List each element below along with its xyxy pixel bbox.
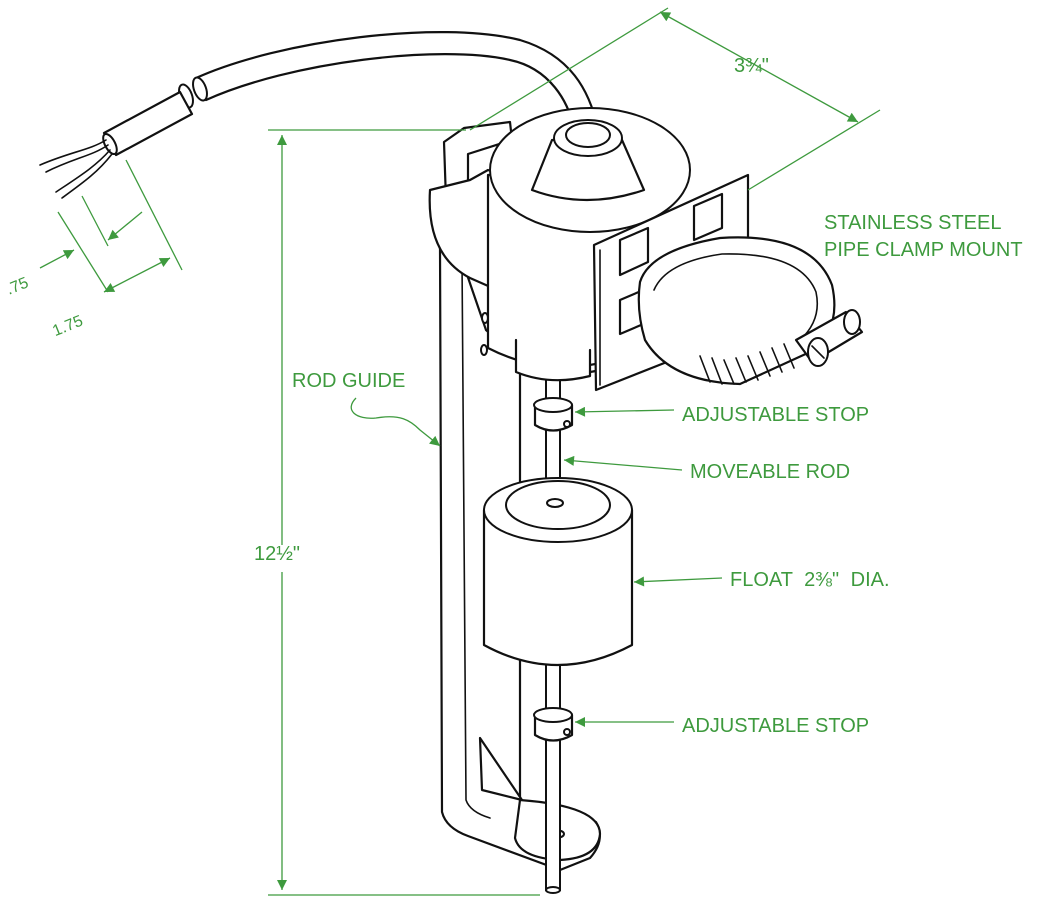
callout-stop-bottom: ADJUSTABLE STOP (575, 715, 869, 737)
clamp-label-line1: STAINLESS STEEL (824, 212, 1001, 234)
height-dimension: 12½" (254, 129, 540, 896)
callout-clamp: STAINLESS STEEL PIPE CLAMP MOUNT (824, 212, 1023, 261)
callout-stop-top: ADJUSTABLE STOP (574, 404, 869, 426)
strip-dimensions: .75 1.75 (4, 159, 183, 340)
cable (39, 31, 600, 199)
clamp-label-line2: PIPE CLAMP MOUNT (824, 239, 1023, 261)
float-label-dim: 2⅜" (804, 569, 839, 591)
width-label: 3¾" (734, 55, 769, 77)
callout-rod-guide: ROD GUIDE (292, 370, 441, 447)
pipe-clamp-mount (592, 173, 864, 392)
callout-float: FLOAT 2⅜" DIA. (633, 569, 890, 591)
float-label: FLOAT 2⅜" DIA. (730, 569, 890, 591)
float (482, 477, 634, 666)
float-label-prefix: FLOAT (730, 569, 793, 591)
strip-long-label: 1.75 (50, 313, 85, 340)
stop-top-label: ADJUSTABLE STOP (682, 404, 869, 426)
moveable-rod-label: MOVEABLE ROD (690, 461, 850, 483)
rod-guide-label: ROD GUIDE (292, 370, 405, 392)
height-label: 12½" (254, 543, 300, 565)
stop-bottom-label: ADJUSTABLE STOP (682, 715, 869, 737)
adjustable-stop-top (533, 397, 574, 432)
float-label-suffix: DIA. (851, 569, 890, 591)
adjustable-stop-bottom (533, 707, 574, 742)
width-dimension: 3¾" (469, 7, 881, 191)
callout-moveable-rod: MOVEABLE ROD (563, 455, 850, 483)
strip-short-label: .75 (4, 274, 31, 298)
